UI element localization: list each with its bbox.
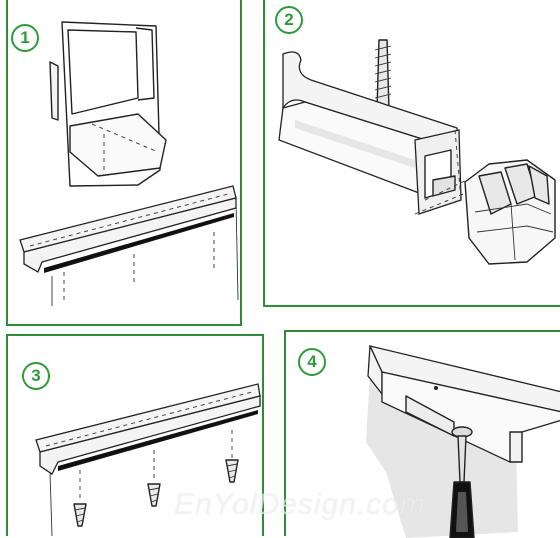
step-2-badge: 2 [275, 6, 303, 34]
screw-icon [371, 39, 395, 118]
screw-icon [147, 483, 161, 507]
step-3-panel: 3 [6, 334, 264, 537]
bracket-and-rail-illustration [19, 21, 239, 306]
screwdriver-mounting-illustration [366, 345, 560, 538]
screw-icon [73, 503, 87, 527]
rail-screws-illustration [35, 383, 261, 537]
step-1-badge: 1 [11, 24, 39, 52]
step-4-badge: 4 [298, 348, 326, 376]
end-cap-icon [464, 159, 556, 265]
watermark: EnYolDesign.com [174, 488, 426, 521]
step-3-badge: 3 [22, 362, 50, 390]
step-1-panel: 1 [6, 0, 242, 326]
screw-icon [225, 459, 239, 483]
screwdriver-icon [449, 426, 475, 538]
rail-screw-endcap-illustration [278, 39, 556, 265]
step-4-panel: 4 [284, 330, 560, 538]
step-2-panel: 2 [263, 0, 560, 307]
